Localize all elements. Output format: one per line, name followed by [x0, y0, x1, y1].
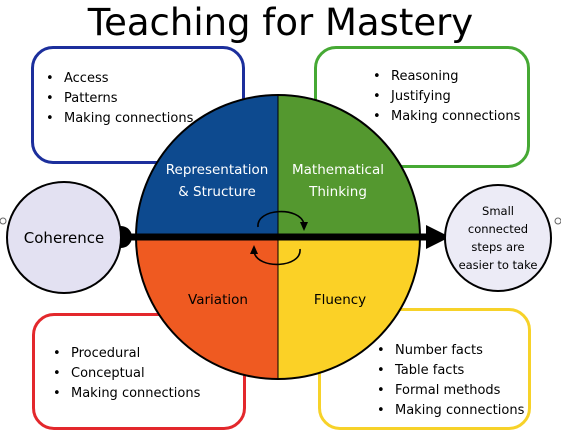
quadrant-label-thinking: Mathematical Thinking — [292, 162, 384, 200]
quadrant-label-fluency: Fluency — [313, 292, 367, 308]
small-steps-line: connected — [467, 222, 529, 236]
edge-handle — [0, 217, 7, 225]
small-steps-circle: Small connected steps are easier to take — [444, 184, 552, 292]
cycle-arrowhead-icon — [300, 222, 308, 231]
list-item: Conceptual — [49, 364, 243, 384]
cycle-arrow-icon — [257, 210, 305, 228]
small-steps-line: Small — [482, 204, 514, 218]
list-item: Formal methods — [373, 381, 528, 401]
coherence-label: Coherence — [23, 228, 105, 247]
list-item: Making connections — [373, 401, 528, 421]
coherence-circle: Coherence — [6, 181, 122, 294]
small-steps-line: easier to take — [458, 258, 538, 272]
bullet-list: Reasoning Justifying Making connections — [369, 67, 527, 127]
bullet-list: Number facts Table facts Formal methods … — [373, 341, 528, 421]
box-representation-points: Access Patterns Making connections — [31, 46, 245, 164]
list-item: Reasoning — [369, 67, 527, 87]
list-item: Making connections — [49, 384, 243, 404]
box-fluency-points: Number facts Table facts Formal methods … — [318, 308, 531, 430]
list-item: Number facts — [373, 341, 528, 361]
bullet-list: Procedural Conceptual Making connections — [49, 344, 243, 404]
list-item: Making connections — [369, 107, 527, 127]
cycle-arrowhead-icon — [250, 245, 258, 254]
quadrant-label-variation: Variation — [188, 292, 248, 308]
list-item: Making connections — [42, 109, 242, 129]
edge-handle — [554, 217, 561, 225]
list-item: Justifying — [369, 87, 527, 107]
diagram-title: Teaching for Mastery — [87, 1, 474, 44]
cycle-arrow-icon — [253, 248, 301, 266]
quadrant-label-representation: Representation & Structure — [165, 162, 269, 200]
list-item: Access — [42, 69, 242, 89]
progress-arrowhead-icon — [426, 225, 450, 249]
small-steps-line: steps are — [471, 240, 525, 254]
bullet-list: Access Patterns Making connections — [42, 69, 242, 129]
box-variation-points: Procedural Conceptual Making connections — [32, 313, 246, 430]
list-item: Procedural — [49, 344, 243, 364]
list-item: Table facts — [373, 361, 528, 381]
list-item: Patterns — [42, 89, 242, 109]
